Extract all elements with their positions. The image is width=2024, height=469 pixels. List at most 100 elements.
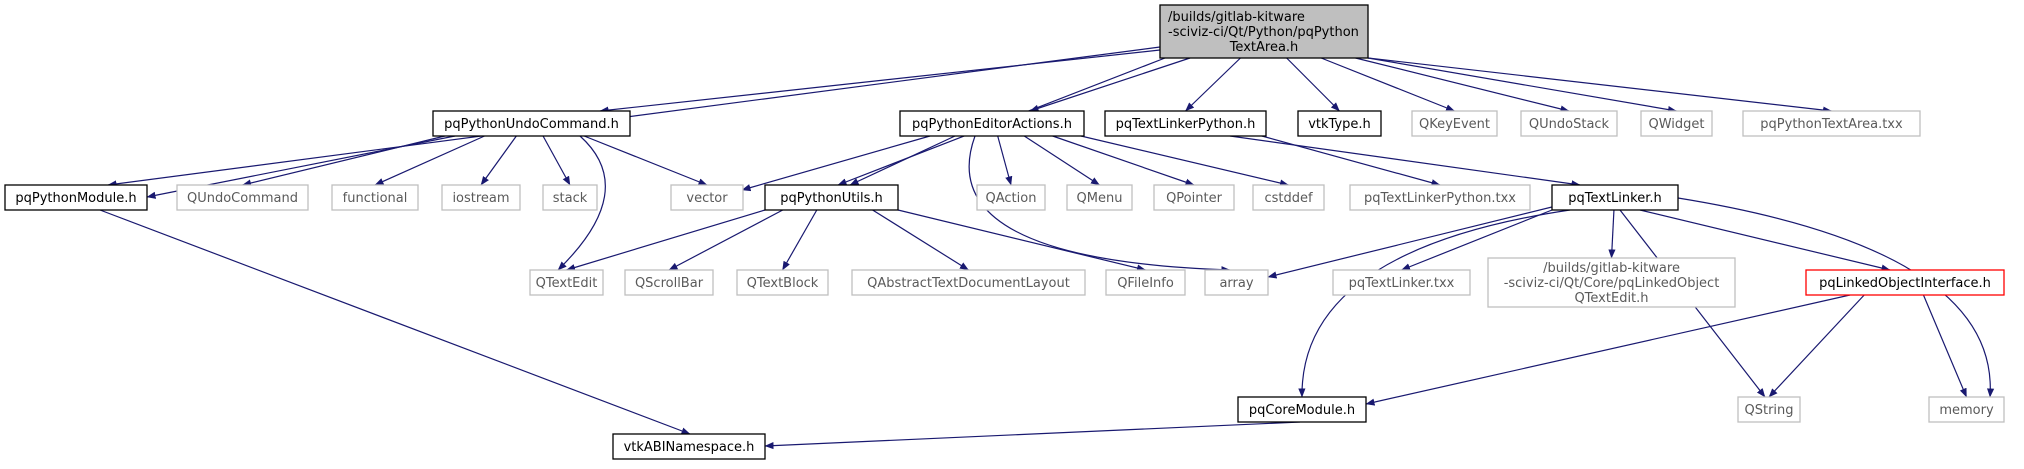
node-pqCoreModule[interactable]: pqCoreModule.h <box>1237 396 1367 423</box>
edge-pqPythonUndoCommand-to-QTextEdit <box>557 135 606 271</box>
node-label: pqPythonModule.h <box>15 191 136 206</box>
node-box <box>851 269 1086 296</box>
node-root[interactable]: /builds/gitlab-kitware-sciviz-ci/Qt/Pyth… <box>1159 4 1369 59</box>
node-QTextEdit: QTextEdit <box>529 269 604 296</box>
node-box <box>441 184 521 211</box>
node-box <box>612 433 766 460</box>
node-label: /builds/gitlab-kitware <box>1543 261 1680 276</box>
node-label: TextArea.h <box>1229 40 1299 55</box>
node-label: /builds/gitlab-kitware <box>1168 10 1305 25</box>
node-box <box>624 269 714 296</box>
node-label: QString <box>1744 403 1793 418</box>
edge-pqPythonUtils-to-QFileInfo <box>897 209 1146 272</box>
dependency-edges <box>99 46 1995 450</box>
node-box <box>1252 184 1325 211</box>
node-iostream: iostream <box>441 184 521 211</box>
node-label: stack <box>553 191 588 206</box>
edge-pqCoreModule-to-vtkABINamespace <box>764 421 1301 450</box>
node-box <box>1104 110 1267 137</box>
edge-pqTextLinkerPython-to-pqTextLinkerPythonTxx <box>1261 135 1441 187</box>
node-box <box>331 184 419 211</box>
node-box <box>1204 269 1269 296</box>
node-QAction: QAction <box>976 184 1046 211</box>
node-box <box>1551 184 1679 211</box>
node-label: cstddef <box>1264 191 1313 206</box>
node-label: vtkABINamespace.h <box>624 440 755 455</box>
node-pqTextLinkerPython[interactable]: pqTextLinkerPython.h <box>1104 110 1267 137</box>
edge-pqPythonEditorActions-to-array <box>968 135 1231 274</box>
edge-pqPythonEditorActions-to-pqPythonUtils <box>849 135 956 186</box>
edge-root-to-pqPythonUndoCommand <box>599 49 1161 114</box>
edge-pqLinkedObjectInterface-to-QString <box>1768 294 1865 398</box>
edge-root-to-pqTextLinkerPython <box>1185 57 1241 112</box>
node-pqTextLinkerPythonTxx: pqTextLinkerPython.txx <box>1349 184 1531 211</box>
node-label: QUndoCommand <box>187 191 298 206</box>
edge-pqPythonEditorActions-to-QMenu <box>1023 135 1100 186</box>
node-QPointer: QPointer <box>1153 184 1235 211</box>
node-label: QWidget <box>1648 117 1704 132</box>
node-QUndoCommand: QUndoCommand <box>176 184 309 211</box>
node-label: pqPythonTextArea.txx <box>1760 117 1903 132</box>
edge-pqPythonUndoCommand-to-stack <box>542 135 571 186</box>
node-box <box>1153 184 1235 211</box>
node-pqTextLinkerTxx: pqTextLinker.txx <box>1332 269 1471 296</box>
node-pqPythonUtils[interactable]: pqPythonUtils.h <box>764 184 899 211</box>
node-pqPythonEditorActions[interactable]: pqPythonEditorActions.h <box>899 110 1085 137</box>
edge-pqPythonUndoCommand-to-iostream <box>480 135 517 186</box>
node-label: iostream <box>452 191 509 206</box>
node-memory: memory <box>1928 396 2005 423</box>
node-box <box>764 184 899 211</box>
node-label: QAbstractTextDocumentLayout <box>867 276 1070 291</box>
edge-pqPythonEditorActions-to-QAction <box>997 135 1013 186</box>
node-label: QMenu <box>1077 191 1123 206</box>
node-vtkABINamespace[interactable]: vtkABINamespace.h <box>612 433 766 460</box>
edge-root-to-QKeyEvent <box>1320 57 1455 112</box>
node-box <box>1928 396 2005 423</box>
node-box <box>1349 184 1531 211</box>
node-label: vtkType.h <box>1308 117 1371 132</box>
edge-pqLinkedObjectInterface-to-pqCoreModule <box>1365 294 1851 406</box>
node-vtkType[interactable]: vtkType.h <box>1297 110 1382 137</box>
node-vector: vector <box>670 184 744 211</box>
edge-pqPythonUtils-to-QAbstractTextDocumentLayout <box>872 209 969 271</box>
node-pqTextLinker[interactable]: pqTextLinker.h <box>1551 184 1679 211</box>
node-box <box>1737 396 1801 423</box>
node-stack: stack <box>542 184 598 211</box>
node-label: pqLinkedObjectInterface.h <box>1819 276 1991 291</box>
edge-root-to-QUndoStack <box>1355 57 1570 113</box>
node-box <box>1520 110 1618 137</box>
node-label: QTextBlock <box>747 276 819 291</box>
node-pqLinkedObjectInterface[interactable]: pqLinkedObjectInterface.h <box>1805 269 2005 296</box>
node-QAbstractTextDocumentLayout: QAbstractTextDocumentLayout <box>851 269 1086 296</box>
edge-pqPythonModule-to-vtkABINamespace <box>99 209 691 435</box>
node-pqPythonUndoCommand[interactable]: pqPythonUndoCommand.h <box>432 110 631 137</box>
node-label: memory <box>1939 403 1994 418</box>
node-pqLinkedObjectQTextEdit: /builds/gitlab-kitware-sciviz-ci/Qt/Core… <box>1487 257 1736 308</box>
edge-root-to-pqPythonTextAreaTxx <box>1367 57 1832 114</box>
node-label: pqCoreModule.h <box>1249 403 1355 418</box>
edge-pqPythonUtils-to-QTextEdit <box>566 209 766 271</box>
node-functional: functional <box>331 184 419 211</box>
node-label: QScrollBar <box>635 276 704 291</box>
edge-pqPythonEditorActions-to-cstddef <box>1080 135 1289 187</box>
node-box <box>1237 396 1367 423</box>
node-label: pqPythonUndoCommand.h <box>444 117 619 132</box>
edge-pqTextLinker-to-pqLinkedObjectQTextEdit <box>1608 209 1616 259</box>
node-QKeyEvent: QKeyEvent <box>1411 110 1498 137</box>
node-label: QKeyEvent <box>1419 117 1490 132</box>
node-box <box>670 184 744 211</box>
edge-pqTextLinker-to-array <box>1267 204 1561 279</box>
header-nodes: /builds/gitlab-kitware-sciviz-ci/Qt/Pyth… <box>4 4 2005 460</box>
node-box <box>899 110 1085 137</box>
node-box <box>176 184 309 211</box>
node-box <box>1105 269 1186 296</box>
node-label: -sciviz-ci/Qt/Python/pqPython <box>1168 25 1359 40</box>
node-label: QFileInfo <box>1117 276 1174 291</box>
node-pqPythonModule[interactable]: pqPythonModule.h <box>4 184 148 211</box>
node-label: vector <box>686 191 728 206</box>
node-box <box>1066 184 1133 211</box>
node-QUndoStack: QUndoStack <box>1520 110 1618 137</box>
node-box <box>4 184 148 211</box>
node-box <box>529 269 604 296</box>
